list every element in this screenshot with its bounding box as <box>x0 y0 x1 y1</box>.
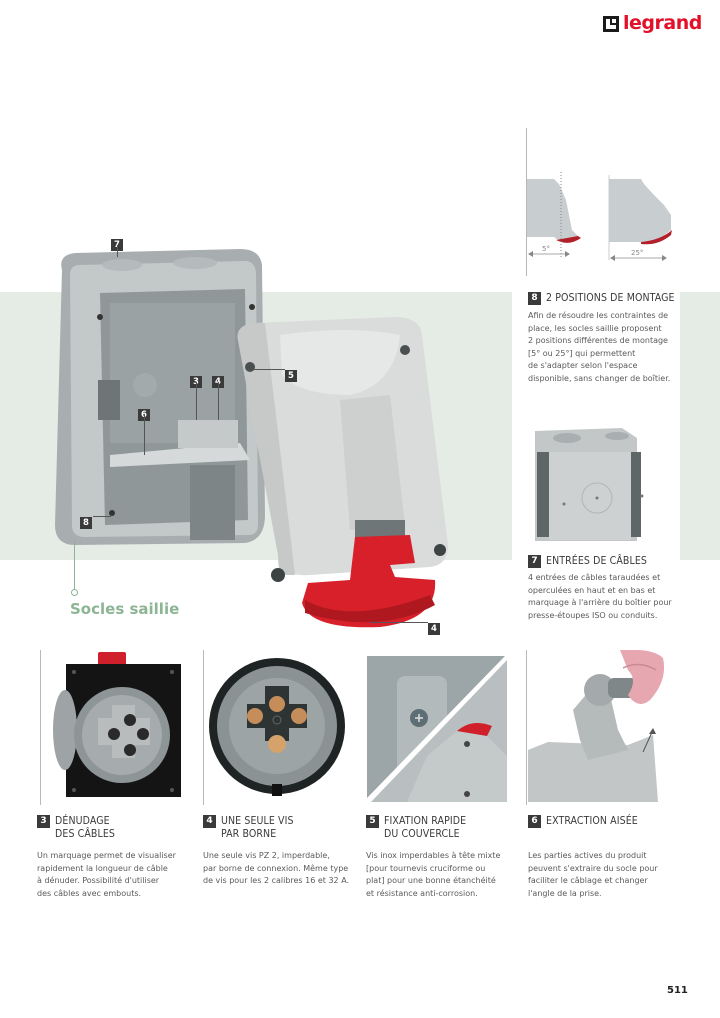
feature-title: UNE SEULE VIS PAR BORNE <box>221 815 294 840</box>
easy-extraction-image <box>528 650 673 802</box>
brand-name: legrand <box>623 12 702 34</box>
leader-line <box>370 622 428 623</box>
svg-text:5°: 5° <box>542 245 550 253</box>
feature-block-4: 4 UNE SEULE VIS PAR BORNE Une seule vis … <box>203 815 368 888</box>
feature-block-3: 3 DÉNUDAGE DES CÂBLES Un marquage permet… <box>37 815 202 900</box>
feature-title: EXTRACTION AISÉE <box>546 815 638 827</box>
feature-description: Afin de résoudre les contraintes de plac… <box>528 311 671 383</box>
section-dot <box>71 589 78 596</box>
svg-text:25°: 25° <box>631 249 643 257</box>
mounting-angle-diagram: 5° 25° <box>526 170 676 270</box>
feature-number-badge: 3 <box>37 815 50 828</box>
section-line <box>74 540 75 592</box>
feature-description: Un marquage permet de visualiser rapidem… <box>37 851 176 898</box>
feature-description: Les parties actives du produit peuvent s… <box>528 851 658 898</box>
feature-title: DÉNUDAGE DES CÂBLES <box>55 815 116 840</box>
legrand-logo-icon <box>603 15 619 32</box>
feature-number-badge: 8 <box>528 292 541 305</box>
divider <box>526 128 527 276</box>
feature-description: 4 entrées de câbles taraudées et opercul… <box>528 573 672 620</box>
callout-5: 5 <box>285 363 297 383</box>
feature-description: Une seule vis PZ 2, imperdable, par born… <box>203 851 350 885</box>
legrand-logo: legrand <box>603 14 702 33</box>
feature-block-5: 5 FIXATION RAPIDE DU COUVERCLE Vis inox … <box>366 815 531 900</box>
feature-number-badge: 5 <box>366 815 379 828</box>
feature-number-badge: 7 <box>528 555 541 568</box>
feature-block-8: 8 2 POSITIONS DE MONTAGE Afin de résoudr… <box>528 292 698 385</box>
feature-block-7: 7 ENTRÉES DE CÂBLES 4 entrées de câbles … <box>528 555 703 622</box>
main-product-image <box>50 245 460 635</box>
feature-title: FIXATION RAPIDE DU COUVERCLE <box>384 815 467 840</box>
leader-line <box>144 415 145 455</box>
cable-stripping-image <box>50 650 185 800</box>
cable-entries-image <box>527 426 657 541</box>
divider <box>40 650 41 805</box>
terminal-screws-image <box>207 656 347 796</box>
divider <box>526 650 527 805</box>
feature-title: 2 POSITIONS DE MONTAGE <box>546 292 675 304</box>
callout-8: 8 <box>80 510 92 530</box>
cover-fixing-image <box>367 656 507 802</box>
leader-line <box>218 382 219 420</box>
feature-description: Vis inox imperdables à tête mixte [pour … <box>366 851 501 898</box>
feature-number-badge: 6 <box>528 815 541 828</box>
feature-title: ENTRÉES DE CÂBLES <box>546 555 648 567</box>
divider <box>203 650 204 805</box>
leader-line <box>254 369 285 370</box>
leader-line <box>196 382 197 420</box>
callout-4-bottom: 4 <box>428 616 440 636</box>
feature-block-6: 6 EXTRACTION AISÉE Les parties actives d… <box>528 815 698 900</box>
page-number: 511 <box>667 985 688 996</box>
leader-line <box>93 516 111 517</box>
leader-line <box>117 245 118 257</box>
section-title: Socles saillie <box>70 600 180 618</box>
feature-number-badge: 4 <box>203 815 216 828</box>
